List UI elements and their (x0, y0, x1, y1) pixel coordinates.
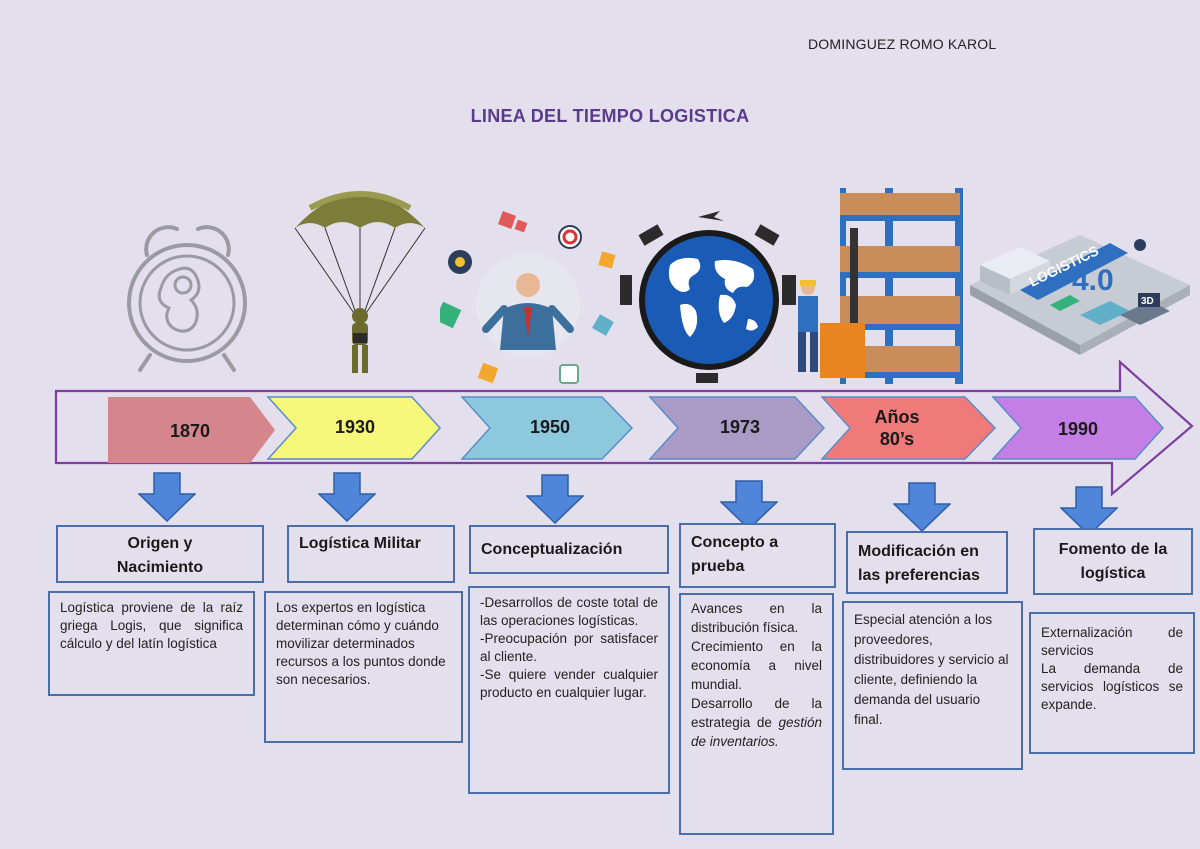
chevron-1990 (991, 396, 1165, 460)
3d-label: 3D (1141, 296, 1154, 307)
heading-militar: Logística Militar (287, 525, 455, 583)
down-arrow-1973 (720, 480, 778, 530)
heading-origen: Origen y Nacimiento (56, 525, 264, 583)
description-conceptualizacion: -Desarrollos de coste total de las opera… (468, 586, 670, 794)
down-arrow-1930 (318, 472, 376, 522)
description-modificacion: Especial atención a los proveedores, dis… (842, 601, 1023, 770)
year-80s: Años 80’s (874, 407, 920, 449)
year-1973: 1973 (719, 417, 761, 437)
author-name: DOMINGUEZ ROMO KAROL (808, 36, 997, 52)
down-arrow-80s (893, 482, 951, 532)
description-line: -Preocupación por satisfacer al cliente. (480, 631, 658, 664)
chevron-80s (820, 396, 997, 460)
year-1990: 1990 (1057, 419, 1099, 439)
description-line: Externalización de servicios (1041, 625, 1183, 658)
page-title: LINEA DEL TIEMPO LOGISTICA (470, 106, 750, 126)
parachute-soldier-icon (294, 191, 426, 373)
globe-transport-icon (620, 211, 796, 383)
year-1950: 1950 (529, 417, 571, 437)
down-arrow-1990 (1060, 486, 1118, 536)
alarm-clock-baby-icon (127, 225, 247, 372)
heading-fomento: Fomento de la logística (1033, 528, 1193, 595)
chevron-1930 (266, 396, 442, 460)
chevron-1870 (108, 397, 275, 463)
year-1930: 1930 (334, 417, 376, 437)
description-text: Desarrollo de la estrategia de (691, 696, 822, 730)
heading-modificacion: Modificación en las preferencias (846, 531, 1008, 594)
chevron-1973 (648, 396, 826, 460)
version-label: 4.0 (1072, 264, 1114, 297)
description-line: Desarrollo de la estrategia de gestión d… (691, 694, 822, 751)
description-line: -Se quiere vender cualquier producto en … (480, 667, 658, 700)
description-italic-text: gestión de inventarios. (691, 715, 822, 749)
warehouse-forklift-icon (798, 188, 963, 384)
down-arrow-1870 (138, 472, 196, 522)
description-line: -Desarrollos de coste total de las opera… (480, 595, 658, 628)
heading-concepto-prueba: Concepto a prueba (679, 523, 836, 588)
chevron-1950 (460, 396, 634, 460)
down-arrow-1950 (526, 474, 584, 524)
business-person-puzzle-icon (440, 211, 616, 384)
description-concepto-prueba: Avances en la distribución física. Creci… (679, 593, 834, 835)
description-fomento: Externalización de servicios La demanda … (1029, 612, 1195, 754)
description-origen: Logística proviene de la raíz griega Log… (48, 591, 255, 696)
heading-conceptualizacion: Conceptualización (469, 525, 669, 574)
year-1870: 1870 (169, 421, 211, 441)
description-line: Crecimiento en la economía a nivel mundi… (691, 639, 822, 692)
description-line: Avances en la distribución física. (691, 601, 822, 635)
description-line: La demanda de servicios logísticos se ex… (1041, 661, 1183, 712)
logistics-4-0-isometric-icon: LOGISTICS 4.0 3D (970, 235, 1190, 355)
description-militar: Los expertos en logística determinan cóm… (264, 591, 463, 743)
